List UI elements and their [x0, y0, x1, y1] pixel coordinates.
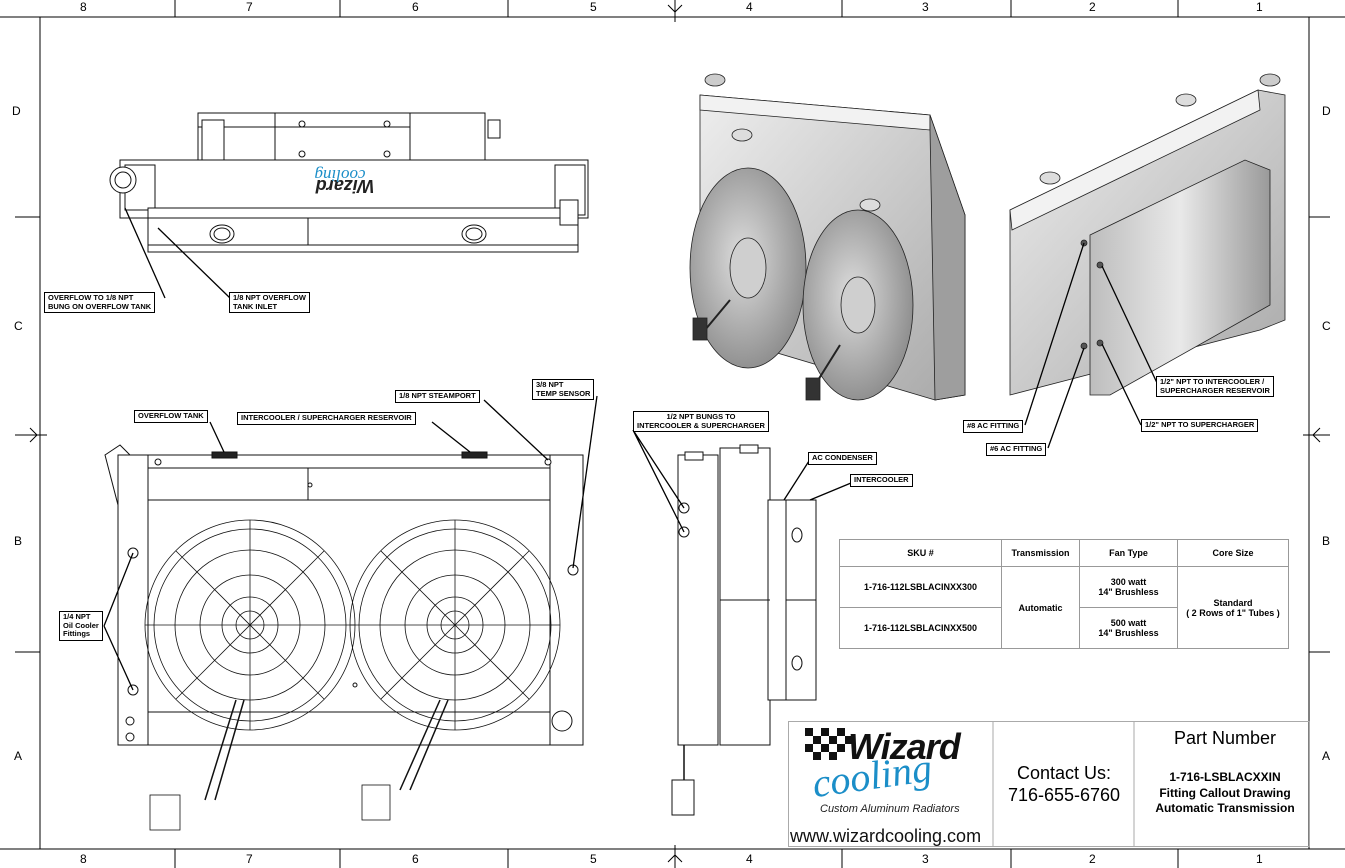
part-description-line2: Automatic Transmission	[1155, 801, 1295, 815]
spec-header-sku: SKU #	[839, 539, 1002, 567]
callout-overflow-bung: OVERFLOW TO 1/8 NPT BUNG ON OVERFLOW TAN…	[44, 292, 156, 313]
website-link[interactable]: www.wizardcooling.com	[790, 826, 982, 846]
spec-header-fan-type: Fan Type	[1079, 539, 1178, 567]
zone-col-bottom-2: 2	[1089, 852, 1096, 866]
zone-col-top-4: 4	[746, 0, 753, 14]
spec-sku-cell: 1-716-112LSBLACINXX300	[839, 566, 1002, 608]
callout-bungs: 1/2 NPT BUNGS TO INTERCOOLER & SUPERCHAR…	[633, 411, 769, 432]
front-view	[104, 444, 584, 746]
zone-row-left-a: A	[14, 749, 23, 763]
zone-col-top-2: 2	[1089, 0, 1096, 14]
contact-label: Contact Us:	[1016, 763, 1112, 783]
spec-fan-cell: 300 watt 14" Brushless	[1079, 566, 1178, 608]
logo-tagline: Custom Aluminum Radiators	[820, 803, 960, 815]
zone-col-bottom-7: 7	[246, 852, 253, 866]
callout-overflow-inlet: 1/8 NPT OVERFLOW TANK INLET	[229, 292, 310, 313]
callout-npt-intercooler-reservoir: 1/2" NPT TO INTERCOOLER / SUPERCHARGER R…	[1156, 376, 1274, 397]
spec-header-core-size: Core Size	[1177, 539, 1289, 567]
spec-table: SKU # Transmission Fan Type Core Size 1-…	[839, 539, 1289, 649]
table-row: 1-716-112LSBLACINXX300 Automatic 300 wat…	[839, 566, 1289, 649]
callout-reservoir: INTERCOOLER / SUPERCHARGER RESERVOIR	[237, 412, 416, 425]
front-fan-right	[349, 519, 561, 821]
iso-view-back	[1009, 73, 1286, 396]
zone-col-top-6: 6	[412, 0, 419, 14]
zone-col-bottom-5: 5	[590, 852, 597, 866]
callout-steamport: 1/8 NPT STEAMPORT	[395, 390, 480, 403]
leader-lines	[103, 207, 1159, 691]
table-row: 1-716-112LSBLACINXX500 500 watt 14" Brus…	[839, 607, 1289, 649]
zone-col-bottom-6: 6	[412, 852, 419, 866]
spec-header-transmission: Transmission	[1001, 539, 1080, 567]
zone-col-top-3: 3	[922, 0, 929, 14]
spec-transmission-cell: Automatic	[1001, 566, 1080, 649]
zone-col-bottom-1: 1	[1256, 852, 1263, 866]
contact-phone: 716-655-6760	[1007, 785, 1121, 805]
callout-intercooler: INTERCOOLER	[850, 474, 913, 487]
zone-row-right-d: D	[1322, 104, 1331, 118]
top-view-logo-cooling: cooling	[315, 166, 366, 185]
top-view-logo-wizard: Wizard	[315, 176, 375, 196]
callout-oil-cooler: 1/4 NPT Oil Cooler Fittings	[59, 611, 103, 641]
zone-col-top-1: 1	[1256, 0, 1263, 14]
spec-core-size-cell: Standard ( 2 Rows of 1" Tubes )	[1177, 566, 1289, 649]
callout-temp-sensor: 3/8 NPT TEMP SENSOR	[532, 379, 595, 400]
zone-row-right-a: A	[1322, 749, 1331, 763]
logo-wizard-text: Wizard	[848, 726, 961, 767]
zone-row-left-d: D	[12, 104, 21, 118]
spec-sku-cell: 1-716-112LSBLACINXX500	[839, 607, 1002, 649]
zone-col-bottom-3: 3	[922, 852, 929, 866]
callout-npt-supercharger: 1/2" NPT TO SUPERCHARGER	[1141, 419, 1259, 432]
callout-ac-condenser: AC CONDENSER	[808, 452, 877, 465]
title-block	[788, 721, 1310, 847]
part-number-label: Part Number	[1173, 728, 1277, 748]
checkered-flag-icon	[805, 728, 853, 760]
side-view	[671, 444, 817, 816]
top-view	[109, 112, 589, 253]
title-block-frame	[788, 721, 1310, 847]
part-number-value: 1-716-LSBLACXXIN	[1169, 770, 1281, 784]
callout-ac6: #6 AC FITTING	[986, 443, 1047, 456]
zone-row-right-b: B	[1322, 534, 1331, 548]
iso-view-front	[689, 73, 966, 401]
callout-overflow-tank: OVERFLOW TANK	[134, 410, 208, 423]
zone-row-left-b: B	[14, 534, 23, 548]
spec-table-header-row: SKU # Transmission Fan Type Core Size	[839, 539, 1289, 567]
zone-col-bottom-4: 4	[746, 852, 753, 866]
zone-col-top-8: 8	[80, 0, 87, 14]
callout-ac8: #8 AC FITTING	[963, 420, 1024, 433]
zone-col-top-5: 5	[590, 0, 597, 14]
zone-col-bottom-8: 8	[80, 852, 87, 866]
zone-row-right-c: C	[1322, 319, 1331, 333]
zone-col-top-7: 7	[246, 0, 253, 14]
zone-row-left-c: C	[14, 319, 23, 333]
front-fan-left	[144, 519, 356, 831]
spec-fan-cell: 500 watt 14" Brushless	[1079, 607, 1178, 649]
part-description-line1: Fitting Callout Drawing	[1159, 786, 1291, 800]
